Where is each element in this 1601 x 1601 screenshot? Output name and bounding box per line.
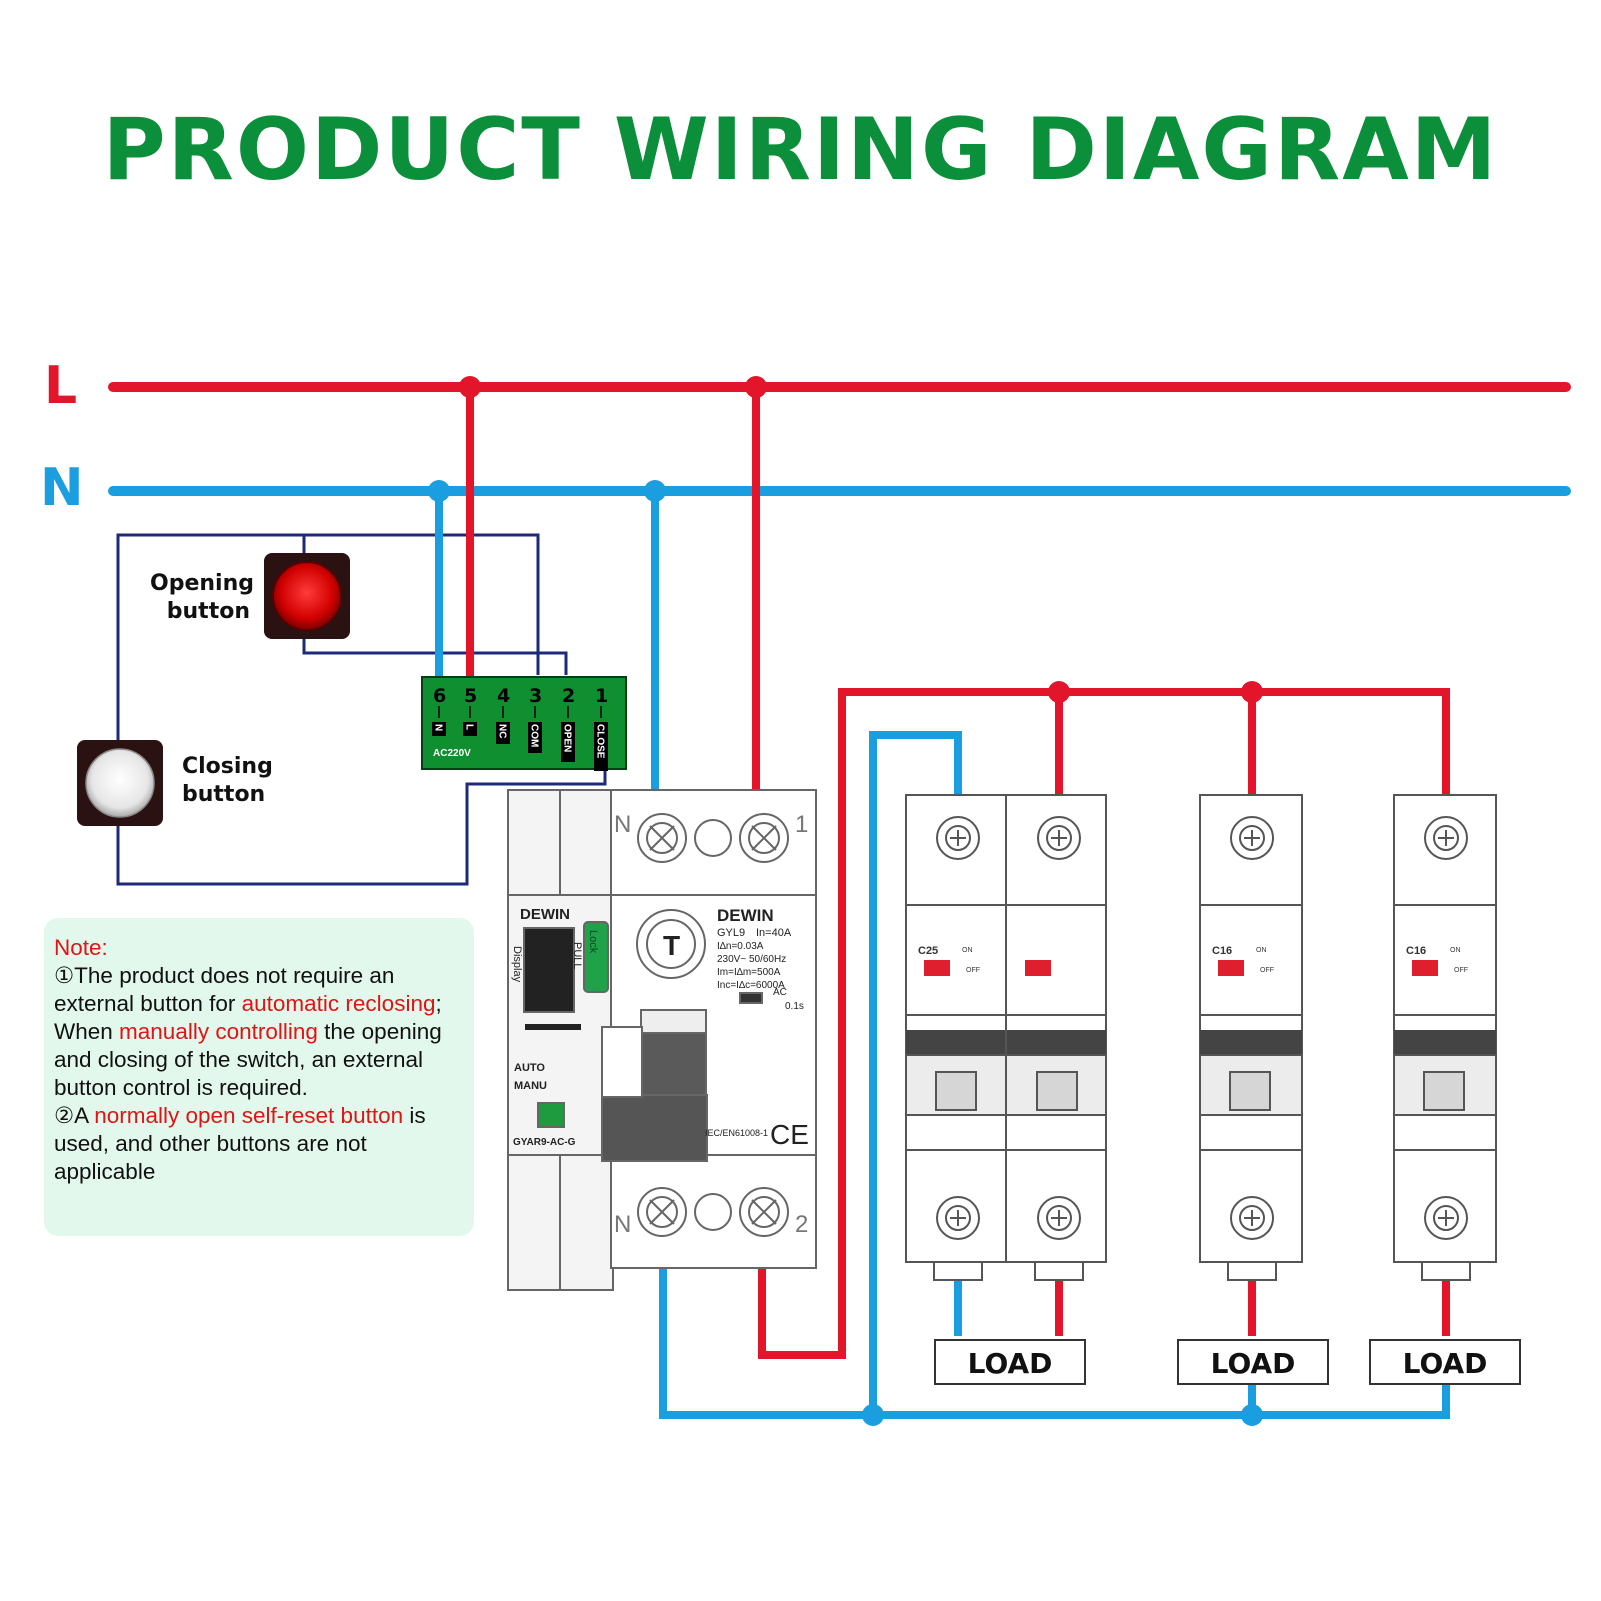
sub-breaker-on: ON (1450, 947, 1461, 954)
breaker-rating: In=40A (756, 927, 792, 939)
sub-breaker-rating: C16 (1212, 945, 1232, 957)
terminal-number: 1 (595, 685, 608, 707)
terminal-label: OPEN (562, 724, 573, 752)
sub-breaker-rating: C25 (918, 945, 938, 957)
mode-auto-label: AUTO (514, 1062, 545, 1074)
main-bottom-right-label: 2 (795, 1211, 808, 1238)
note-paragraph-3: ②A normally open self-reset button is us… (54, 1103, 426, 1184)
module-model: GYAR9-AC-G (513, 1137, 576, 1148)
sub-breakers: C25 ON OFF C16 ON OFF C16 ON OFF (905, 794, 1497, 1281)
sub-breaker-on: ON (1256, 947, 1267, 954)
page-title: PRODUCT WIRING DIAGRAM (102, 100, 1499, 200)
neutral-line-label: N (40, 458, 84, 518)
sub-breaker-on: ON (962, 947, 973, 954)
sub-breaker-off: OFF (966, 967, 980, 974)
load-label: LOAD (968, 1347, 1053, 1380)
closing-button[interactable] (77, 740, 163, 826)
sub-breaker: C16 ON OFF (1393, 794, 1497, 1281)
test-button-label[interactable]: T (663, 930, 680, 961)
load-label: LOAD (1403, 1347, 1488, 1380)
main-bottom-left-label: N (614, 1211, 631, 1238)
terminal-label: NC (497, 724, 508, 738)
breaker-brand: DEWIN (717, 906, 774, 925)
module-brand: DEWIN (520, 906, 570, 923)
terminal-number: 3 (529, 685, 542, 707)
spec-line: Im=I∆m=500A (717, 967, 781, 978)
sub-breaker: C16 ON OFF (1199, 794, 1303, 1281)
spec-line: I∆n=0.03A (717, 941, 764, 952)
lock-label: Lock (587, 930, 599, 954)
ce-mark: CE (770, 1119, 809, 1150)
terminal-number: 2 (562, 685, 575, 707)
bus-lines (108, 382, 1571, 496)
note-box: Note: ①The product does not require an e… (44, 918, 474, 1236)
breaker-model: GYL9 (717, 927, 745, 939)
branch-wiring (435, 387, 1450, 1419)
trip-time: 0.1s (785, 1001, 804, 1012)
ac-label: AC (773, 987, 787, 998)
load-box: LOAD (1177, 1339, 1329, 1385)
note-paragraph-2: When manually controlling the opening an… (54, 1019, 442, 1100)
main-top-left-label: N (614, 811, 631, 838)
load-box: LOAD (1369, 1339, 1521, 1385)
sub-breaker: C25 ON OFF (905, 794, 1107, 1281)
supply-label: AC220V (433, 748, 471, 759)
terminal-number: 5 (464, 685, 477, 707)
main-breaker-text: N 1 N 2 DEWIN Display PULL Lock AUTO MAN… (511, 811, 809, 1238)
load-label: LOAD (1211, 1347, 1296, 1380)
terminal-number: 4 (497, 685, 510, 707)
mode-manu-label: MANU (514, 1080, 547, 1092)
live-line-label: L (44, 356, 77, 416)
terminal-label: COM (529, 724, 540, 747)
pull-label: PULL (571, 942, 583, 970)
terminal-label: N (433, 724, 444, 731)
load-boxes: LOAD LOAD LOAD (934, 1339, 1521, 1385)
terminal-number: 6 (433, 685, 446, 707)
junction-dots (428, 376, 1263, 1426)
spec-line: 230V~ 50/60Hz (717, 954, 786, 965)
sub-breaker-off: OFF (1260, 967, 1274, 974)
sub-breaker-off: OFF (1454, 967, 1468, 974)
terminal-label: L (464, 724, 475, 730)
load-box: LOAD (934, 1339, 1086, 1385)
sub-breaker-rating: C16 (1406, 945, 1426, 957)
main-top-right-label: 1 (795, 811, 808, 838)
opening-button[interactable] (264, 553, 350, 639)
note-heading: Note: (54, 935, 108, 960)
main-breaker (507, 789, 817, 1291)
standard-label: IEC/EN61008-1 (705, 1128, 768, 1138)
display-label: Display (511, 946, 523, 983)
spec-line: Inc=I∆c=6000A (717, 980, 785, 991)
note-paragraph-1: ①The product does not require an externa… (54, 963, 442, 1016)
terminal-label: CLOSE (595, 724, 606, 759)
